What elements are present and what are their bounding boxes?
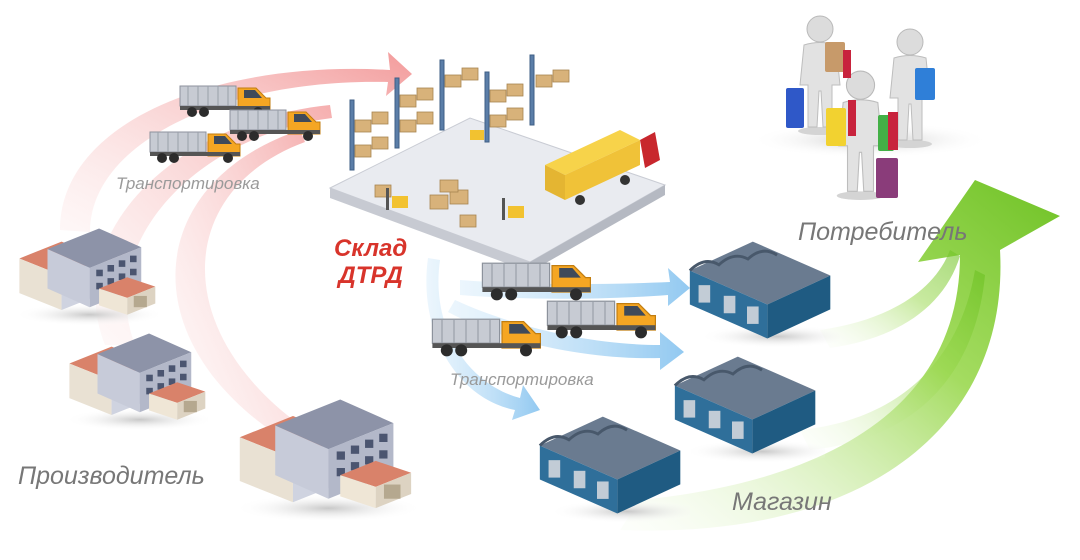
warehouse-label-line1: Склад bbox=[334, 235, 408, 262]
shopping-bag-icon bbox=[786, 42, 935, 198]
warehouse-label: Склад ДТРД bbox=[334, 235, 407, 289]
warehouse-label-line2: ДТРД bbox=[338, 262, 403, 289]
warehouse-icon bbox=[328, 54, 667, 272]
inbound-arrow-3 bbox=[175, 130, 305, 430]
store-icon bbox=[688, 240, 840, 350]
transport-label-top: Транспортировка bbox=[116, 174, 260, 193]
store-icon bbox=[538, 415, 690, 525]
consumer-arrow-2 bbox=[800, 270, 985, 450]
truck-icon bbox=[545, 130, 660, 205]
producer-label: Производитель bbox=[18, 462, 205, 490]
transport-label-bottom: Транспортировка bbox=[450, 370, 594, 389]
store-icon bbox=[673, 355, 825, 465]
consumer-arrow-3 bbox=[820, 250, 960, 348]
truck-icon bbox=[546, 300, 657, 339]
forklift-icon bbox=[386, 130, 524, 220]
factory-icon bbox=[14, 228, 160, 325]
truck-group-top bbox=[149, 85, 321, 164]
factory-icon bbox=[64, 333, 210, 430]
store-label: Магазин bbox=[732, 488, 832, 516]
consumer-group bbox=[750, 15, 990, 201]
consumer-arrow-main bbox=[620, 180, 1060, 531]
outbound-arrow-2 bbox=[448, 300, 684, 370]
truck-icon bbox=[229, 109, 321, 142]
consumer-arrows bbox=[620, 180, 1060, 531]
truck-icon bbox=[431, 318, 542, 357]
consumer-label: Потребитель bbox=[798, 218, 968, 246]
